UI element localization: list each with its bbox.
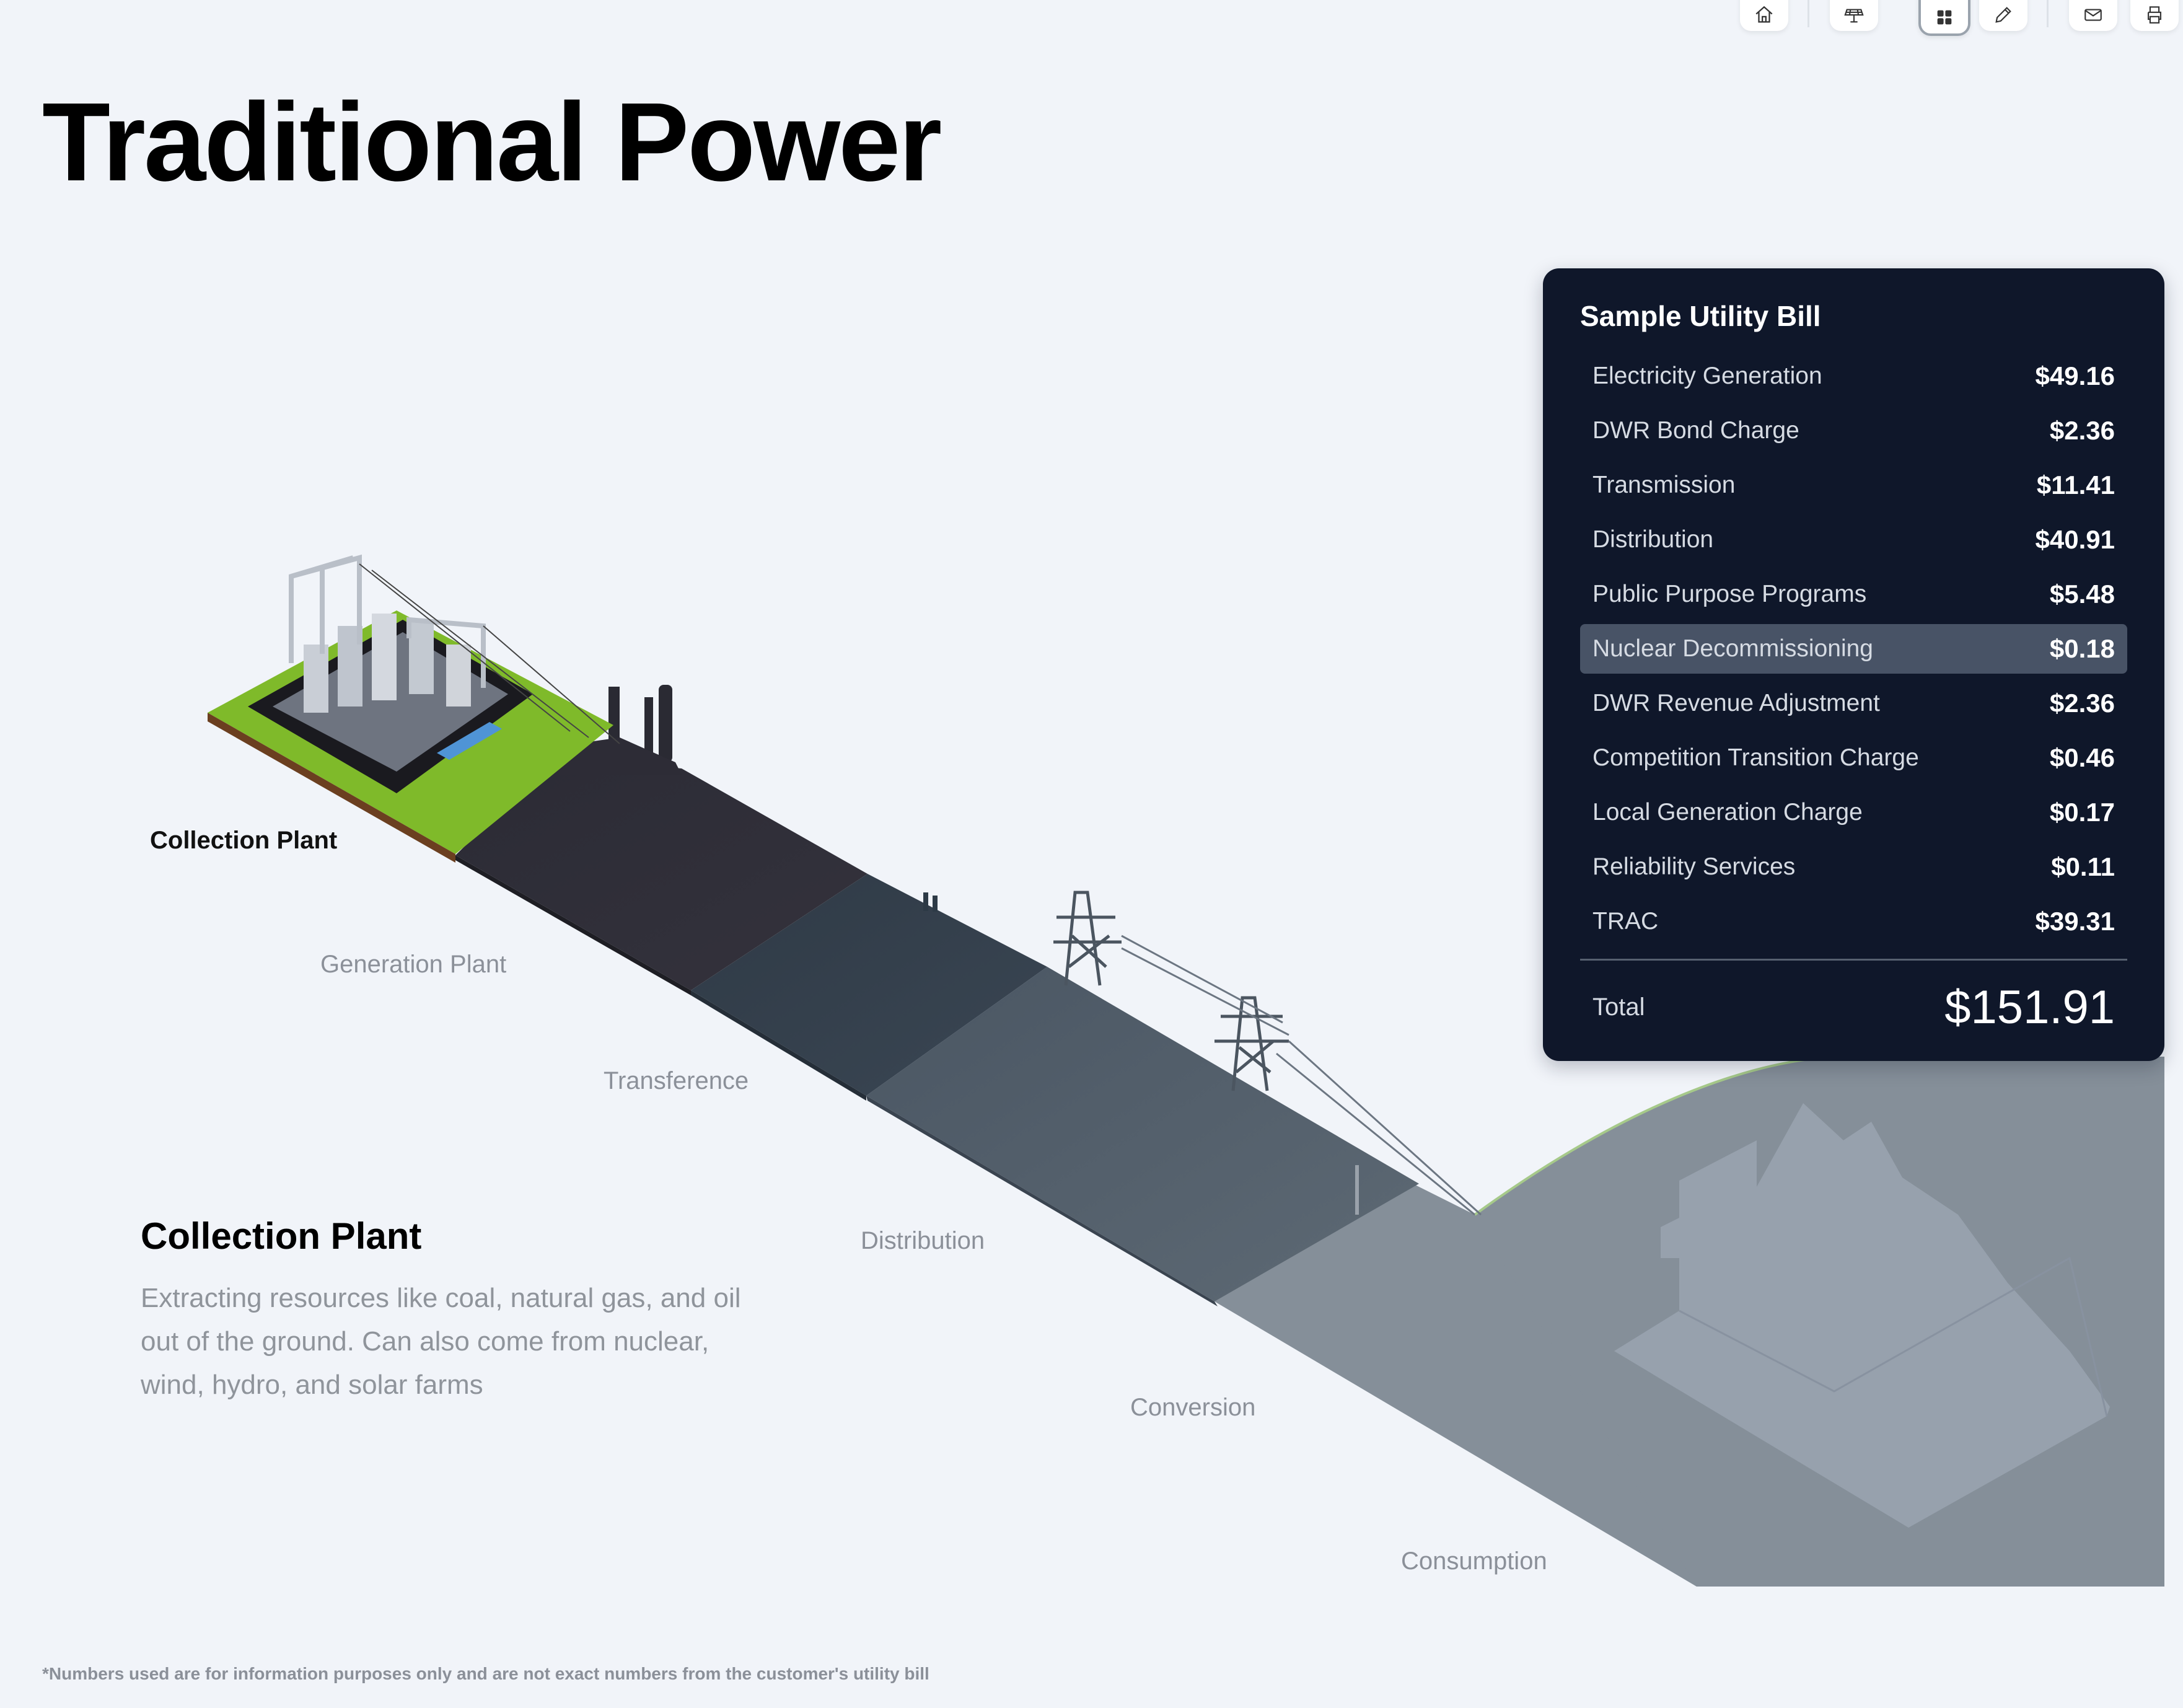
stage-label-distribution[interactable]: Distribution bbox=[861, 1227, 985, 1254]
bill-divider bbox=[1580, 959, 2127, 961]
stage-description-text: Extracting resources like coal, natural … bbox=[141, 1283, 741, 1400]
top-toolbar bbox=[0, 0, 2183, 37]
bill-row-value: $40.91 bbox=[2035, 525, 2115, 554]
home-icon bbox=[1755, 6, 1773, 23]
bill-row-label: Reliability Services bbox=[1592, 853, 1796, 880]
house-silhouette bbox=[1614, 1103, 2110, 1528]
bill-row-label: Transmission bbox=[1592, 472, 1736, 498]
bill-row-highlighted: Nuclear Decommissioning $0.18 bbox=[1580, 624, 2127, 674]
bill-row-value: $5.48 bbox=[2049, 579, 2115, 609]
bill-row: Transmission $11.41 bbox=[1580, 460, 2127, 510]
bill-total-value: $151.91 bbox=[1944, 980, 2115, 1034]
bill-row-label: Electricity Generation bbox=[1592, 363, 1822, 389]
disclaimer-footnote: *Numbers used are for information purpos… bbox=[42, 1664, 929, 1683]
bill-row-label: Distribution bbox=[1592, 526, 1714, 553]
bill-row: Distribution $40.91 bbox=[1580, 515, 2127, 565]
stage-label-transference[interactable]: Transference bbox=[604, 1067, 749, 1094]
bill-row-label: Competition Transition Charge bbox=[1592, 744, 1919, 771]
conversion-slab bbox=[1214, 1178, 1697, 1587]
generation-slab bbox=[455, 756, 867, 990]
solar-button[interactable] bbox=[1830, 0, 1878, 31]
bill-row-value: $11.41 bbox=[2036, 470, 2115, 500]
transmission-tower bbox=[1053, 891, 1122, 986]
bill-row: Local Generation Charge $0.17 bbox=[1580, 788, 2127, 837]
bill-row-value: $0.11 bbox=[2051, 852, 2115, 881]
distribution-slab bbox=[866, 967, 1419, 1301]
bill-row-value: $0.17 bbox=[2049, 798, 2115, 827]
transference-slab bbox=[691, 874, 1047, 1096]
bill-row: DWR Bond Charge $2.36 bbox=[1580, 406, 2127, 456]
bill-row-value: $39.31 bbox=[2035, 907, 2115, 936]
bill-row-value: $0.18 bbox=[2049, 634, 2115, 663]
page-title: Traditional Power bbox=[42, 80, 942, 205]
print-icon bbox=[2148, 6, 2161, 24]
toolbar-divider bbox=[2047, 0, 2049, 27]
bill-row-label: DWR Bond Charge bbox=[1592, 417, 1799, 444]
bill-row-value: $2.36 bbox=[2049, 689, 2115, 718]
grid-icon bbox=[1937, 10, 1952, 25]
bill-row-label: Nuclear Decommissioning bbox=[1592, 635, 1873, 662]
mail-icon bbox=[2084, 9, 2102, 21]
bill-row: Competition Transition Charge $0.46 bbox=[1580, 733, 2127, 783]
bill-row-value: $2.36 bbox=[2049, 416, 2115, 445]
bill-row-label: Local Generation Charge bbox=[1592, 799, 1863, 825]
stage-description-title: Collection Plant bbox=[141, 1215, 422, 1257]
stage-label-conversion[interactable]: Conversion bbox=[1130, 1394, 1256, 1421]
toolbar-divider bbox=[1807, 0, 1809, 27]
print-button[interactable] bbox=[2130, 0, 2179, 31]
grid-button[interactable] bbox=[1918, 0, 1970, 36]
home-button[interactable] bbox=[1740, 0, 1788, 31]
bill-total-label: Total bbox=[1592, 993, 1645, 1021]
stage-label-generation[interactable]: Generation Plant bbox=[320, 951, 507, 978]
bill-total-row: Total $151.91 bbox=[1580, 961, 2127, 1054]
bill-row-label: DWR Revenue Adjustment bbox=[1592, 690, 1880, 716]
bill-row: DWR Revenue Adjustment $2.36 bbox=[1580, 679, 2127, 728]
stage-label-consumption[interactable]: Consumption bbox=[1401, 1547, 1547, 1575]
bill-row: Public Purpose Programs $5.48 bbox=[1580, 570, 2127, 619]
bill-row: Electricity Generation $49.16 bbox=[1580, 351, 2127, 401]
mail-button[interactable] bbox=[2069, 0, 2117, 31]
bill-row: TRAC $39.31 bbox=[1580, 897, 2127, 946]
bill-title: Sample Utility Bill bbox=[1580, 300, 1821, 332]
sample-utility-bill-card: Sample Utility Bill Electricity Generati… bbox=[1543, 268, 2164, 1061]
bill-row-label: TRAC bbox=[1592, 908, 1659, 935]
bill-row: Reliability Services $0.11 bbox=[1580, 842, 2127, 892]
bill-row-label: Public Purpose Programs bbox=[1592, 581, 1867, 607]
stage-label-collection[interactable]: Collection Plant bbox=[150, 827, 338, 854]
bill-row-value: $0.46 bbox=[2049, 743, 2115, 772]
bill-row-value: $49.16 bbox=[2035, 361, 2115, 390]
edit-button[interactable] bbox=[1979, 0, 2027, 31]
solar-panel-icon bbox=[1844, 9, 1864, 23]
pencil-icon bbox=[1995, 7, 2011, 23]
